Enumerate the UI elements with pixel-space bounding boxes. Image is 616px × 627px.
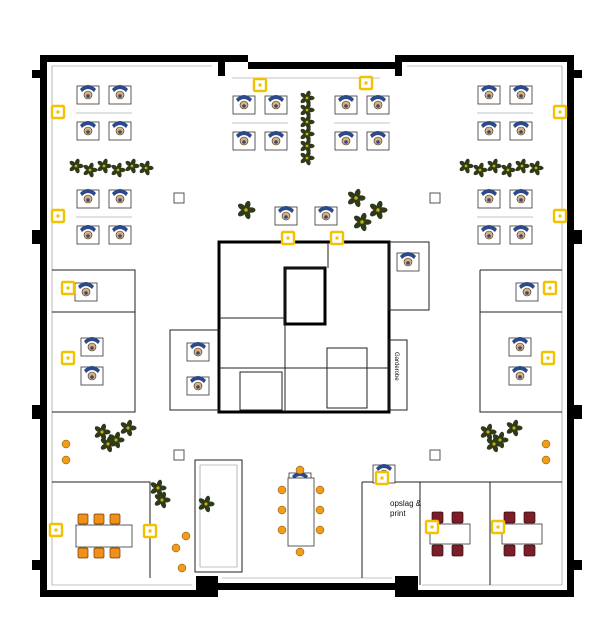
- plant: [94, 423, 111, 441]
- sensor-icon: [552, 104, 568, 120]
- plant: [480, 423, 497, 441]
- print-room-label: opslag &: [390, 499, 422, 508]
- sensor-icon: [374, 470, 390, 486]
- workstation: [108, 85, 132, 105]
- workstation: [366, 95, 390, 115]
- workstation: [80, 366, 104, 386]
- plant: [97, 158, 112, 174]
- plant: [300, 150, 315, 166]
- sensor-icon: [60, 280, 76, 296]
- workstation: [477, 121, 501, 141]
- plant: [506, 419, 523, 437]
- workstation: [334, 131, 358, 151]
- plant: [501, 162, 516, 178]
- meeting-room-maroon-2: [501, 511, 543, 557]
- workstation: [509, 189, 533, 209]
- plant: [515, 158, 530, 174]
- plant: [100, 435, 117, 453]
- workstation: [76, 121, 100, 141]
- workstation: [76, 225, 100, 245]
- sensor-icon: [358, 75, 374, 91]
- meeting-room-maroon-1: [429, 511, 471, 557]
- workstation: [509, 121, 533, 141]
- sensor-icon: [252, 77, 268, 93]
- workstation: [108, 121, 132, 141]
- sensor-icon: [542, 280, 558, 296]
- workstation: [274, 206, 298, 226]
- workstation: [76, 85, 100, 105]
- plant: [300, 126, 315, 142]
- plant: [300, 138, 315, 154]
- workstation: [108, 189, 132, 209]
- workstation: [76, 189, 100, 209]
- outer-walls: [32, 55, 582, 597]
- workstation: [264, 131, 288, 151]
- plant: [300, 90, 315, 106]
- plant: [150, 479, 167, 497]
- workstation: [186, 376, 210, 396]
- plant: [487, 158, 502, 174]
- workstation: [186, 342, 210, 362]
- sensor-icon: [329, 230, 345, 246]
- plant: [154, 491, 171, 509]
- plant: [347, 188, 366, 208]
- central-meeting-table: [277, 465, 325, 557]
- workstation: [508, 337, 532, 357]
- sensor-icon: [540, 350, 556, 366]
- sensor-icon: [48, 522, 64, 538]
- workstation: [366, 131, 390, 151]
- sensor-icon: [424, 519, 440, 535]
- workstation: [74, 282, 98, 302]
- plant: [111, 162, 126, 178]
- workstations: [74, 85, 539, 492]
- sensor-icon: [490, 519, 506, 535]
- workstation: [108, 225, 132, 245]
- print-room-label-2: print: [390, 509, 406, 518]
- orange-stools: [61, 439, 551, 573]
- workstation: [515, 282, 539, 302]
- plants: [69, 90, 544, 513]
- plant: [237, 200, 256, 220]
- sensor-icon: [50, 104, 66, 120]
- plant: [529, 160, 544, 176]
- workstation: [477, 225, 501, 245]
- plant: [459, 158, 474, 174]
- plant: [300, 102, 315, 118]
- plant: [83, 162, 98, 178]
- sensor-icon: [60, 350, 76, 366]
- workstation: [232, 95, 256, 115]
- sensor-icon: [50, 208, 66, 224]
- workstation: [232, 131, 256, 151]
- plant: [69, 158, 84, 174]
- workstation: [508, 366, 532, 386]
- workstation: [509, 225, 533, 245]
- sensor-icon: [142, 523, 158, 539]
- workstation: [80, 337, 104, 357]
- plant: [369, 200, 388, 220]
- plant: [139, 160, 154, 176]
- workstation: [334, 95, 358, 115]
- plant: [120, 419, 137, 437]
- inner-perimeter: [51, 65, 563, 586]
- workstation: [396, 252, 420, 272]
- workstation: [477, 85, 501, 105]
- plant: [473, 162, 488, 178]
- workstation: [509, 85, 533, 105]
- workstation: [314, 206, 338, 226]
- structural-columns: [173, 192, 441, 461]
- plant: [125, 158, 140, 174]
- sensor-icon: [552, 208, 568, 224]
- workstation: [477, 189, 501, 209]
- garderobe-label: Garderobe: [393, 352, 399, 381]
- sensors: [48, 75, 568, 539]
- workstation: [264, 95, 288, 115]
- sensor-icon: [280, 230, 296, 246]
- plant: [353, 212, 372, 232]
- plant: [198, 495, 215, 513]
- meeting-room-orange: [75, 513, 133, 559]
- central-core: [169, 240, 430, 414]
- plant: [300, 114, 315, 130]
- plant: [486, 435, 503, 453]
